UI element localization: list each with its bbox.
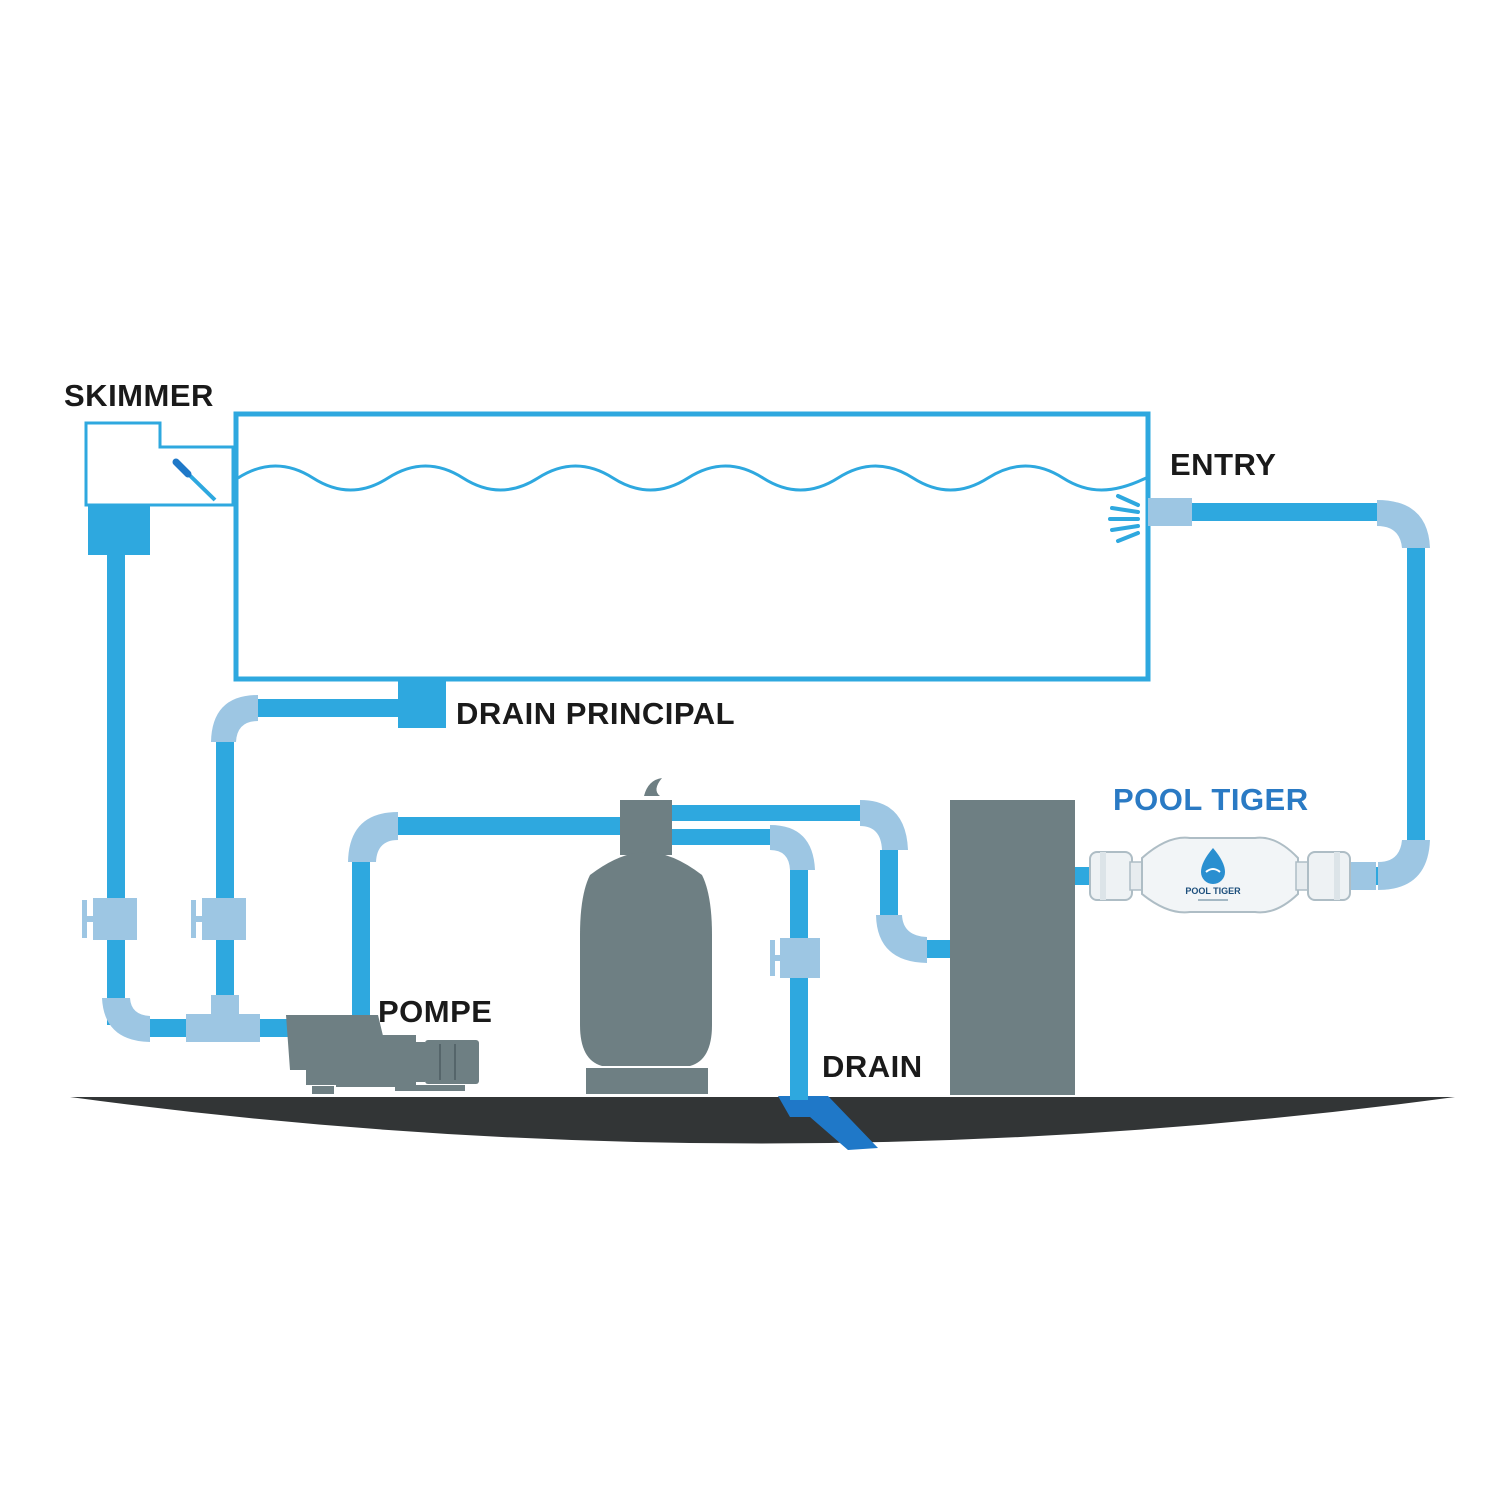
filter-tank-base	[586, 1068, 708, 1094]
ground	[70, 1097, 1455, 1144]
label-main-drain: DRAIN PRINCIPAL	[456, 696, 736, 731]
pump-housing	[286, 1015, 384, 1085]
pipe-main-drain-horizontal	[250, 699, 405, 717]
pump-motor	[336, 1035, 416, 1087]
label-drain: DRAIN	[822, 1049, 923, 1084]
return-jet-icon	[1108, 494, 1140, 543]
water-surface	[237, 464, 1147, 492]
pool-tiger-device-brand: POOL TIGER	[1185, 886, 1241, 896]
label-entry: ENTRY	[1170, 447, 1277, 482]
tee-fitting-vertical	[211, 995, 239, 1017]
elbow-heater-bottom	[876, 915, 927, 963]
heater	[950, 800, 1075, 1095]
filter-valve-handle	[644, 778, 662, 796]
elbow-main-drain	[211, 695, 258, 742]
pipe-pump-to-filter-vertical	[352, 850, 370, 1025]
elbow-return-bottom	[1378, 840, 1430, 890]
drain-outflow	[778, 1096, 878, 1150]
filter-tank	[580, 778, 712, 1094]
label-skimmer: SKIMMER	[64, 378, 214, 413]
pool-basin	[233, 411, 1151, 682]
label-pump: POMPE	[378, 994, 493, 1029]
skimmer-basket	[88, 505, 150, 555]
pipe-skimmer-suction	[107, 555, 125, 1025]
elbow-skimmer-bottom	[102, 998, 150, 1042]
tee-fitting-horizontal	[186, 1014, 260, 1042]
skimmer	[84, 421, 235, 555]
valve-drain-line	[780, 938, 820, 978]
valve-skimmer-line	[93, 898, 137, 940]
pipe-heater-inlet	[922, 940, 952, 958]
pipe-return-vertical	[1407, 545, 1425, 845]
filter-tank-body	[580, 852, 712, 1066]
pipe-filter-to-heater-top	[650, 805, 865, 821]
pool-tiger-logo-icon	[1201, 848, 1225, 884]
pipe-drain-branch	[650, 829, 775, 845]
entry-fitting	[1148, 498, 1192, 526]
pipe-return-horizontal	[1192, 503, 1377, 521]
elbow-heater-top	[860, 800, 908, 850]
pool-tiger-device: POOL TIGER	[1089, 836, 1351, 914]
chlorinator-union	[1350, 862, 1376, 890]
label-pool-tiger: POOL TIGER	[1113, 782, 1309, 817]
pipe-main-drain-vertical	[216, 735, 234, 1025]
pump	[286, 1015, 479, 1094]
fittings	[82, 498, 1430, 1042]
main-drain-grate	[398, 680, 446, 728]
elbow-pump-riser	[348, 812, 398, 862]
pipe-drain-vertical	[790, 860, 808, 1100]
pipe-pump-to-filter-horizontal	[395, 817, 625, 835]
elbow-drain-top	[770, 825, 815, 870]
filter-valve-head	[620, 800, 672, 855]
elbow-return-top	[1377, 500, 1430, 548]
pipe-heater-drop	[880, 850, 898, 920]
valve-main-drain-line	[202, 898, 246, 940]
